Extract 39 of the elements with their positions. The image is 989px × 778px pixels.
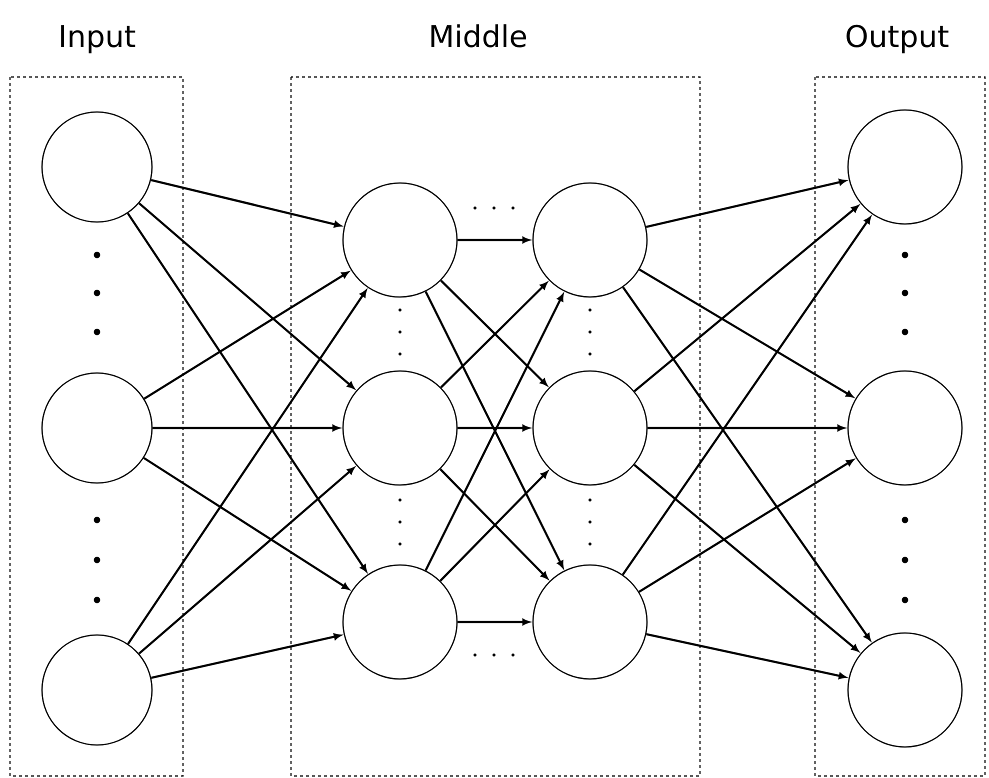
- arrow: [646, 178, 846, 228]
- arrow: [138, 467, 354, 654]
- neuron-circle: [532, 182, 648, 298]
- neuron-circle: [41, 372, 153, 484]
- arrow: [127, 290, 367, 644]
- arrow: [634, 464, 859, 652]
- neuron-circle: [532, 370, 648, 486]
- arrow: [126, 212, 367, 572]
- neuron-circle: [41, 111, 153, 223]
- neuron-circle: [532, 564, 648, 680]
- arrow: [646, 633, 846, 680]
- arrow: [143, 457, 350, 590]
- neuron-circle: [41, 634, 153, 746]
- layer-box: Input: [9, 25, 184, 777]
- arrow: [638, 459, 854, 593]
- arrow: [152, 424, 340, 432]
- neuron-circle: [847, 109, 963, 225]
- layer-box: Output: [814, 24, 986, 777]
- arrow: [138, 202, 354, 389]
- neuron-circle: [847, 370, 963, 486]
- layer-box: Middle: [290, 24, 701, 777]
- neuron-circle: [342, 564, 458, 680]
- arrow: [144, 271, 349, 400]
- arrow: [151, 633, 341, 679]
- arrow: [458, 424, 530, 432]
- neuron-circle: [342, 370, 458, 486]
- arrow: [150, 178, 342, 228]
- node-label: Middle: [431, 24, 526, 48]
- neuron-circle: [847, 632, 963, 748]
- arrow: [622, 216, 871, 576]
- node-label: Input: [61, 25, 136, 54]
- arrow: [622, 286, 871, 641]
- arrow: [648, 424, 844, 432]
- arrow: [638, 268, 854, 398]
- neuron-circle: [342, 182, 458, 298]
- arrow: [458, 236, 530, 244]
- arrow: [458, 618, 530, 626]
- arrow: [634, 205, 859, 392]
- node-label: Output: [846, 24, 948, 54]
